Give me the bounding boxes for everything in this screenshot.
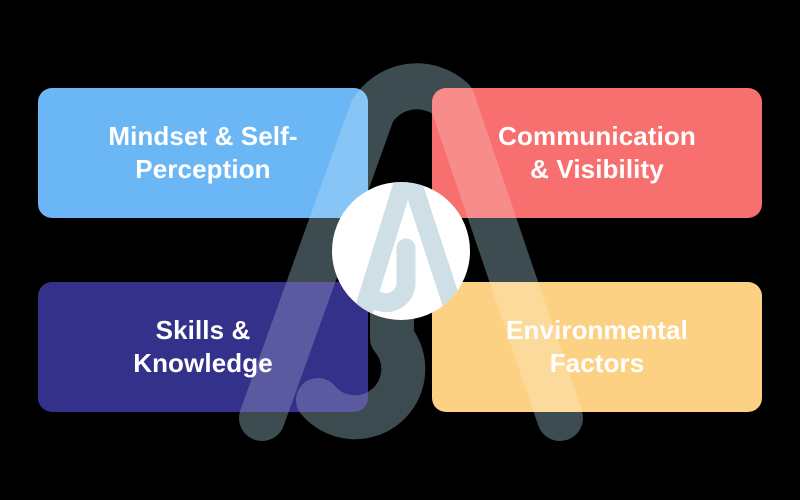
card-communication-visibility[interactable]: Communication & Visibility (432, 88, 762, 218)
card-label: Communication & Visibility (498, 120, 696, 184)
center-logo-badge (332, 182, 470, 320)
lambda-logo-mark-icon (352, 182, 466, 320)
card-label: Mindset & Self- Perception (108, 120, 298, 184)
card-label: Environmental Factors (506, 314, 688, 378)
card-skills-knowledge[interactable]: Skills & Knowledge (38, 282, 368, 412)
card-mindset-self-perception[interactable]: Mindset & Self- Perception (38, 88, 368, 218)
card-environmental-factors[interactable]: Environmental Factors (432, 282, 762, 412)
card-label: Skills & Knowledge (133, 314, 273, 378)
